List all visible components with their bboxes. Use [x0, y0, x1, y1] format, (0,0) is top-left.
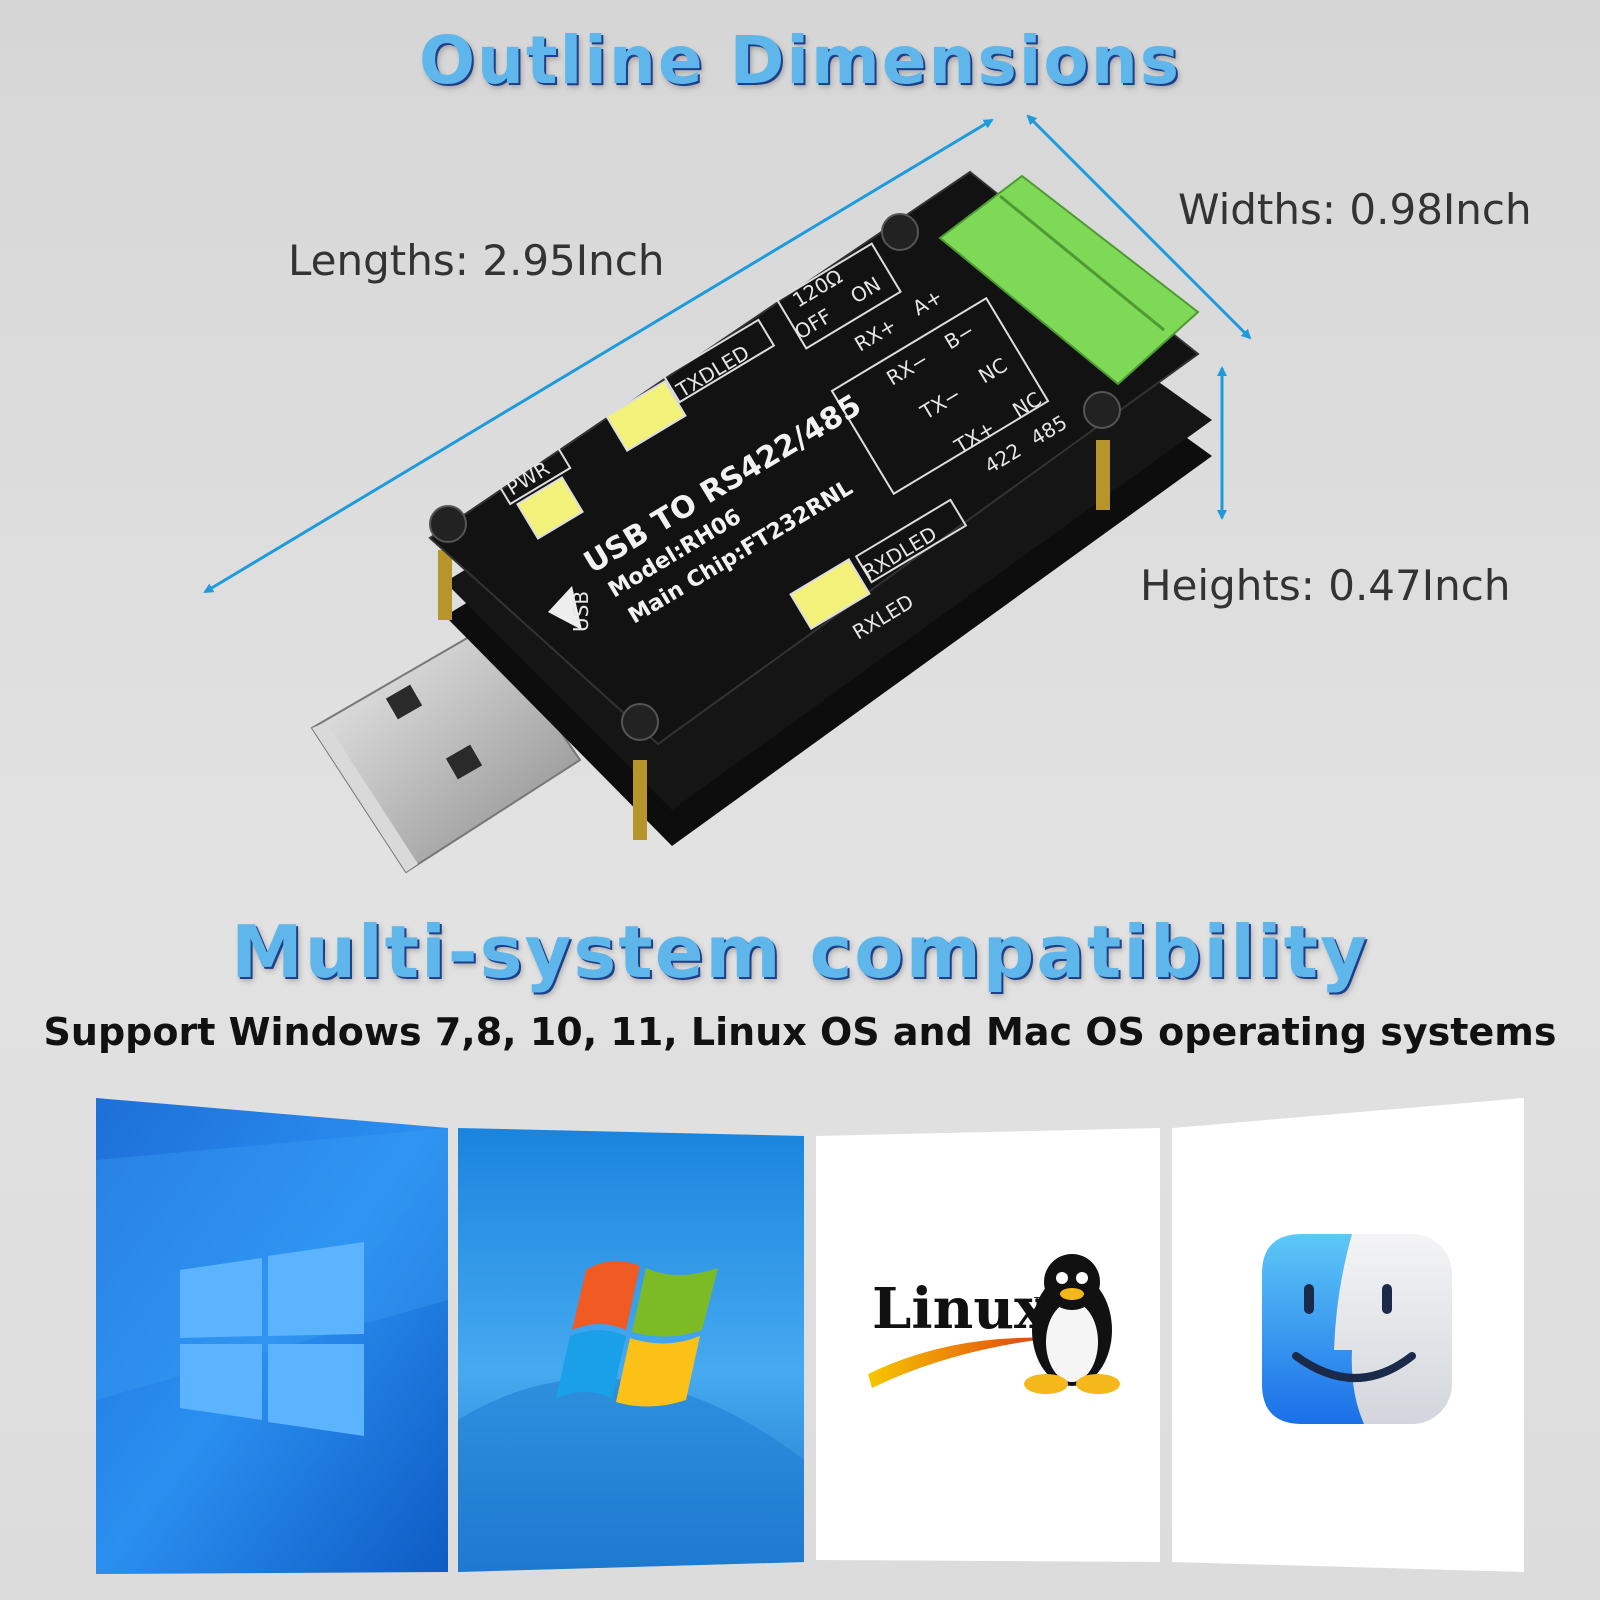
support-text: Support Windows 7,8, 10, 11, Linux OS an…	[43, 1010, 1557, 1054]
os-macos-panel	[1172, 1098, 1524, 1572]
multi-system-title: Multi-system compatibility	[231, 910, 1369, 994]
screw	[1083, 391, 1121, 429]
length-arrow	[203, 118, 994, 594]
txd-led	[605, 379, 687, 453]
rxd-led	[789, 557, 871, 631]
screw	[621, 703, 659, 741]
linux-wordmark: Linux	[872, 1276, 1048, 1342]
board-usb-label: USB	[569, 591, 593, 632]
height-label: Heights: 0.47Inch	[1140, 561, 1511, 610]
os-windows-10-panel	[96, 1098, 448, 1574]
pwr-led	[516, 476, 584, 540]
windows-10-logo-icon	[180, 1242, 364, 1436]
finder-icon	[1262, 1234, 1452, 1424]
width-arrow	[1026, 114, 1252, 340]
standoff	[1096, 440, 1110, 510]
converter-board: USB TO RS422/485 Model:RH06 Main Chip:FT…	[428, 170, 1212, 846]
usb-plug	[310, 624, 582, 874]
tux-penguin-icon	[1024, 1254, 1120, 1394]
standoff	[633, 760, 647, 840]
standoff	[438, 550, 452, 620]
os-windows-7-panel	[458, 1128, 804, 1572]
screw	[881, 213, 919, 251]
screw	[429, 505, 467, 543]
os-linux-panel: Linux TM	[816, 1128, 1160, 1562]
terminal-block	[938, 174, 1200, 386]
windows-7-logo-icon	[556, 1260, 718, 1407]
outline-dimensions-title: Outline Dimensions	[418, 22, 1182, 99]
